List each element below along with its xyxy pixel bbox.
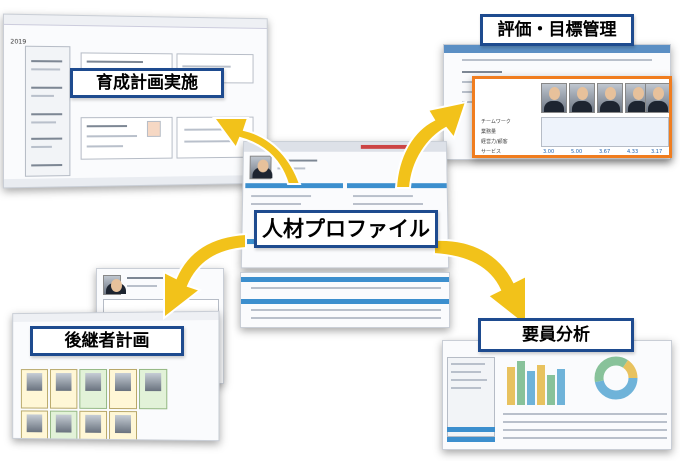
curved-arrow-down-right-icon	[433, 238, 527, 329]
label-evaluation-goal-management: 評価・目標管理	[480, 14, 634, 46]
curved-arrow-up-right-icon	[394, 100, 468, 189]
score-value: 5.00	[571, 149, 583, 155]
evaluation-score-table: チームワーク 業務量 経営力/顧客 サービス 3.00 5.00 3.67 4.…	[472, 76, 672, 158]
score-value: 3.67	[599, 149, 611, 155]
donut-chart	[594, 356, 638, 400]
row-label: 経営力/顧客	[481, 139, 508, 145]
row-label: チームワーク	[481, 119, 511, 125]
curved-arrow-down-left-icon	[163, 232, 247, 320]
score-value: 3.17	[651, 149, 663, 155]
row-label: サービス	[481, 149, 502, 155]
score-value: 4.33	[627, 149, 639, 155]
label-succession-planning: 後継者計画	[30, 326, 184, 356]
label-development-plan: 育成計画実施	[70, 68, 224, 98]
row-label: 業務量	[481, 129, 497, 135]
label-talent-profile: 人材プロファイル	[254, 210, 438, 248]
score-value: 3.00	[543, 149, 555, 155]
label-workforce-analysis: 要員分析	[478, 318, 634, 352]
workforce-analysis-screenshot	[442, 340, 672, 450]
talent-profile-lower-table	[240, 272, 450, 328]
plan-year: 2019	[10, 38, 27, 46]
curved-arrow-up-left-icon	[212, 117, 302, 185]
